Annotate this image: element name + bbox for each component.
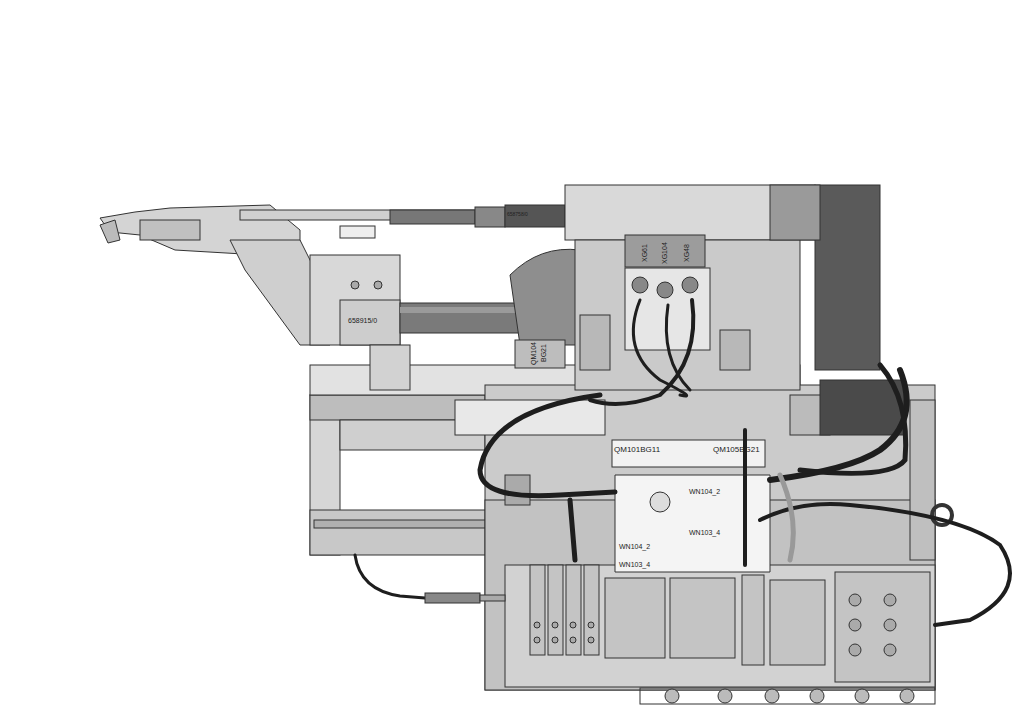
part-label: 658758/0 [507, 212, 528, 217]
part-label: QM104 [530, 342, 537, 365]
part-label: QM101BG11 [614, 446, 660, 454]
part-label: WN103_4 [689, 529, 720, 536]
part-label: XG61 [641, 244, 648, 262]
part-label: WN104_2 [689, 488, 720, 495]
part-label: XG104 [661, 242, 668, 264]
part-label: QM105BG21 [713, 446, 760, 454]
part-label: WN103_4 [619, 561, 650, 568]
part-label: WN104_2 [619, 543, 650, 550]
part-label: XG48 [683, 244, 690, 262]
part-label: 658915/0 [348, 317, 377, 324]
part-label: BG21 [540, 344, 547, 362]
